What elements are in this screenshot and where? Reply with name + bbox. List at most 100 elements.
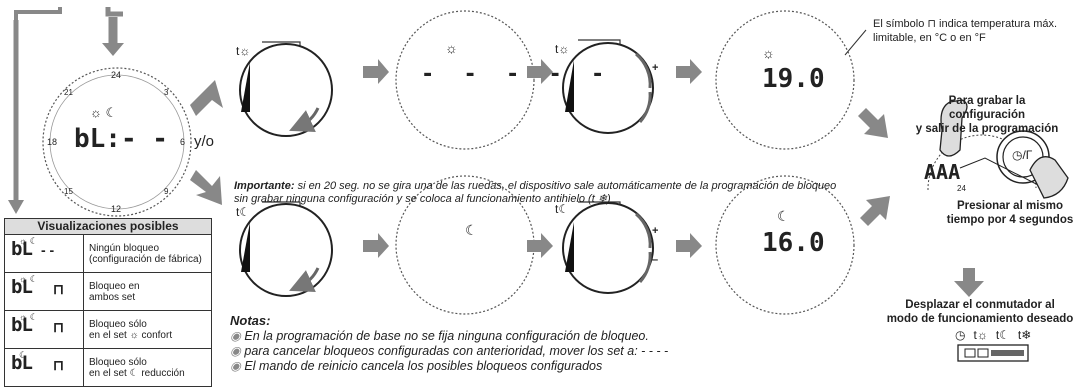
note-item: ◉ para cancelar bloqueos configuradas co… <box>230 343 668 358</box>
plus-label-2: + <box>652 225 659 237</box>
arrow-down-right <box>954 268 984 297</box>
symbol-note-line2: limitable, en °C o en °F <box>873 32 986 44</box>
row-symbol: ☼ ☾ bL - - <box>5 235 84 272</box>
switch-modes: ◷ t☼ t☾ t❄ <box>955 328 1031 342</box>
symbol-note-line1: El símbolo ⊓ indica temperatura máx. <box>873 18 1058 30</box>
clock-num-3: 3 <box>164 88 169 97</box>
bl-symbol: bL <box>11 238 33 260</box>
minus-label: – <box>652 254 659 266</box>
row-line2: en el set ☼ confort <box>89 329 173 341</box>
clock-num-18: 18 <box>47 137 58 147</box>
arrow-right-5 <box>527 233 553 258</box>
press-line2: tiempo por 4 segundos <box>946 214 1074 226</box>
sun-icon: ☼ <box>445 40 458 56</box>
importante-note: Importante: si en 20 seg. no se gira una… <box>234 180 844 206</box>
moon-set-label-2: t☾ <box>555 202 570 216</box>
and-or-label: y/o <box>194 133 215 150</box>
mode-timer-icon: ◷ <box>955 328 966 342</box>
moon-icon: ☾ <box>465 222 478 238</box>
arrow-right-1 <box>363 59 389 84</box>
note-text-3: El mando de reinicio cancela los posible… <box>244 359 603 373</box>
padlock-icon: ⊓ <box>53 281 64 297</box>
switch-line2: modo de funcionamiento deseado <box>886 313 1074 325</box>
switch-line1: Desplazar el conmutador al <box>905 299 1055 311</box>
press-label: Presionar al mismo tiempo por 4 segundos <box>945 199 1075 227</box>
clock-num-12: 12 <box>111 204 122 214</box>
dash-display: - - - - - <box>421 62 613 87</box>
table-title: Visualizaciones posibles <box>5 219 211 235</box>
moon-icon: ☾ <box>19 350 28 360</box>
padlock-icon: ⊓ <box>53 357 64 373</box>
switch-label: Desplazar el conmutador al modo de funci… <box>886 298 1074 326</box>
mode-antifreeze-icon: t❄ <box>1017 328 1032 342</box>
bottom-dial-3 <box>562 201 654 294</box>
visualizations-table: Visualizaciones posibles ☼ ☾ bL - - Ning… <box>4 218 212 387</box>
moon-icon-2: ☾ <box>777 208 790 224</box>
down-arrow-left <box>8 200 24 214</box>
arrow-right-2 <box>527 59 553 84</box>
note-text-2: para cancelar bloqueos configuradas con … <box>244 344 669 358</box>
arrow-to-panel-bottom <box>860 196 890 226</box>
arrow-right-4 <box>363 233 389 258</box>
mode-comfort-icon: t☼ <box>973 328 988 342</box>
top-dial-1 <box>239 41 333 137</box>
importante-label: Importante: <box>234 180 295 192</box>
bottom-clock-4 <box>715 175 855 315</box>
bullet-icon: ◉ <box>230 329 245 343</box>
moon-set-label: t☾ <box>236 205 251 219</box>
row-line1: Bloqueo sólo <box>89 356 147 368</box>
notes-title: Notas: <box>230 313 271 328</box>
top-dial-3 <box>562 39 654 134</box>
symbol-note: El símbolo ⊓ indica temperatura máx. lim… <box>873 17 1057 45</box>
plus-label: + <box>652 62 659 74</box>
row-line2: en el set ☾ reducción <box>89 367 185 379</box>
sun-moon-icon: ☼ ☾ <box>19 274 38 284</box>
top-clock-4 <box>715 10 867 150</box>
bullet-icon: ◉ <box>230 359 245 373</box>
row-symbol: ☾ bL ⊓ <box>5 349 84 386</box>
save-config-label: Para grabar la configuración y salir de … <box>912 94 1062 136</box>
row-line2: (configuración de fábrica) <box>89 253 202 265</box>
clock-num-21: 21 <box>64 88 73 97</box>
table-row: ☼ ☾ bL - - Ningún bloqueo(configuración … <box>5 235 211 273</box>
sun-set-label: t☼ <box>236 44 251 58</box>
save-line2: y salir de la programación <box>915 123 1059 135</box>
sun-moon-icon: ☼ ☾ <box>19 312 38 322</box>
notes-block: Notas: ◉ En la programación de base no s… <box>230 313 668 373</box>
timer-icon: ◷/Γ <box>1012 148 1033 162</box>
device-illustration <box>927 99 1069 199</box>
arrow-right-6 <box>676 233 702 258</box>
device-digits: AAA <box>924 160 961 184</box>
mode-switch <box>957 344 1029 362</box>
bl-symbol: bL <box>11 276 33 298</box>
clock-num-9: 9 <box>164 187 169 196</box>
bl-symbol: bL <box>11 352 33 374</box>
sun-moon-icon: ☼ ☾ <box>19 236 38 246</box>
lcd-19: 19.0 <box>762 64 825 94</box>
row-line1: Ningún bloqueo <box>89 242 160 254</box>
sun-icon-2: ☼ <box>762 45 775 61</box>
row-symbol: ☼ ☾ bL ⊓ <box>5 273 84 310</box>
device-24: 24 <box>957 184 966 193</box>
arrow-to-panel-top <box>858 108 888 138</box>
row-symbol: ☼ ☾ bL ⊓ <box>5 311 84 348</box>
row-line1: Bloqueo en <box>89 280 140 292</box>
top-clock-2 <box>395 10 535 150</box>
row-line2: ambos set <box>89 291 136 303</box>
split-arrows <box>190 80 223 205</box>
padlock-icon: ⊓ <box>53 319 64 335</box>
sun-moon-icon: ☼ ☾ <box>90 105 118 120</box>
clock-num-24: 24 <box>111 70 122 80</box>
importante-text: si en 20 seg. no se gira una de las rued… <box>234 180 837 205</box>
note-item: ◉ El mando de reinicio cancela los posib… <box>230 358 668 373</box>
main-lcd-display: bL:- - <box>74 124 168 154</box>
note-text-1: En la programación de base no se fija ni… <box>244 329 649 343</box>
bl-symbol: bL <box>11 314 33 336</box>
lcd-16: 16.0 <box>762 228 825 258</box>
clock-num-15: 15 <box>64 187 73 196</box>
clock-num-6: 6 <box>180 137 186 147</box>
note-item: ◉ En la programación de base no se fija … <box>230 328 668 343</box>
